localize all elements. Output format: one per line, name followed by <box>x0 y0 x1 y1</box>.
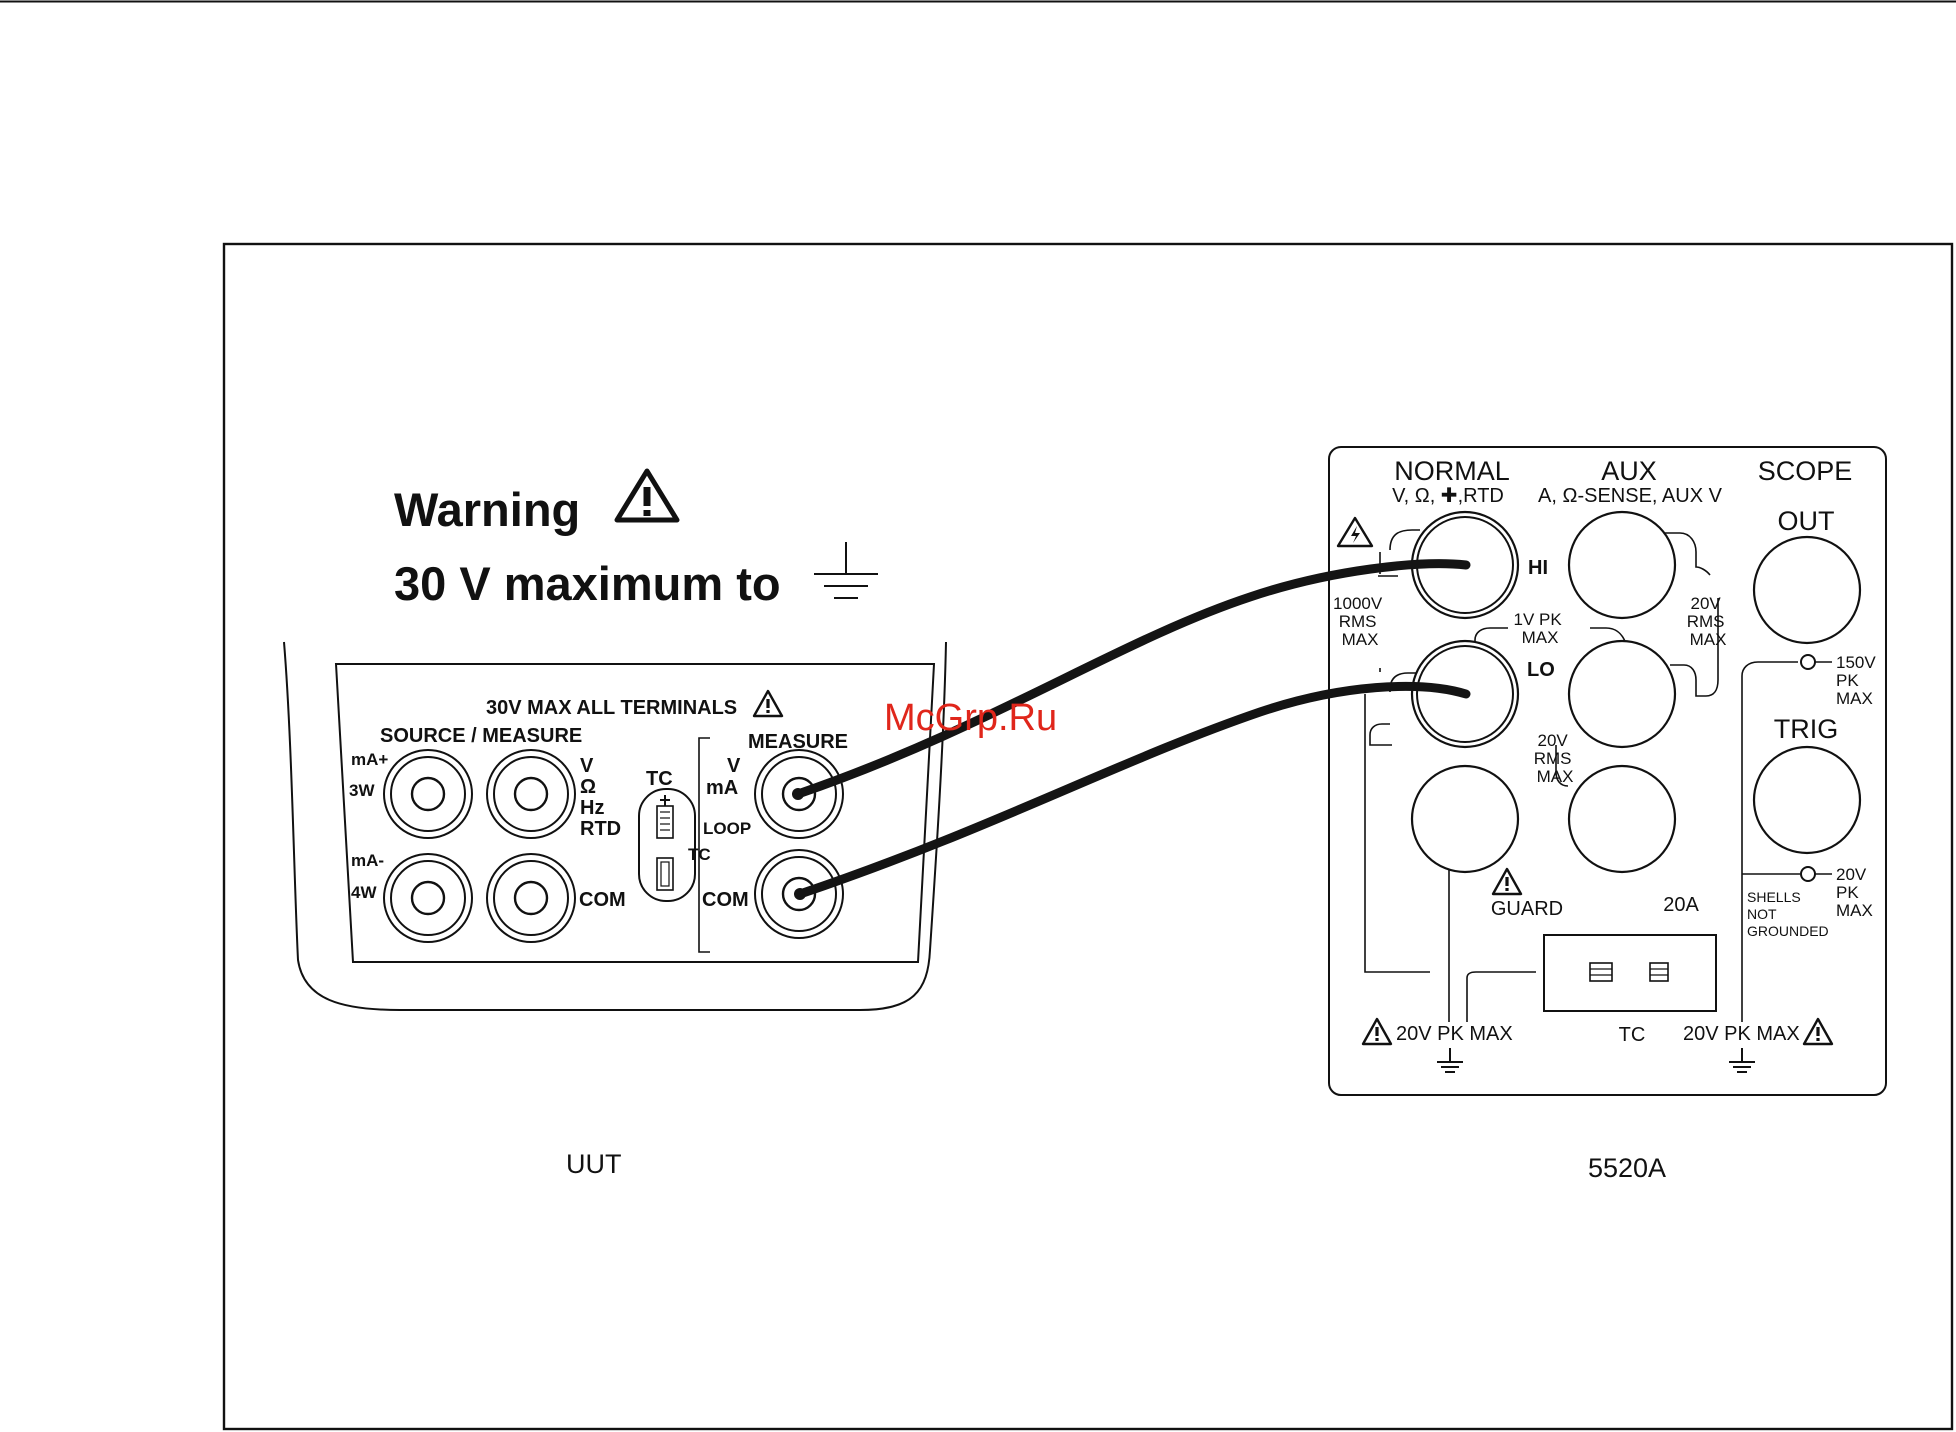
shell-contact-150v <box>1800 654 1816 670</box>
tc-plug-icon <box>656 795 674 891</box>
lead-tip-uut-vma <box>792 788 804 800</box>
uut-jack-ma-plus[interactable] <box>382 748 474 840</box>
uut-jack-v-ohm[interactable] <box>485 748 577 840</box>
shell-wire-150v <box>1741 661 1800 1022</box>
aux-hi-jack[interactable] <box>1567 510 1677 620</box>
uut-meas-v-label: V <box>727 755 741 777</box>
guard-wire <box>1448 862 1536 1022</box>
uut-tc-connector[interactable] <box>638 788 696 902</box>
shells-not-grounded: SHELLS NOT GROUNDED <box>1747 889 1829 939</box>
normal-label: NORMAL <box>1394 456 1510 486</box>
out-label: OUT <box>1778 506 1835 536</box>
uut-loop-label: LOOP <box>703 819 751 838</box>
uut-ma-plus-label: mA+ <box>351 750 388 769</box>
uut-source-measure-label: SOURCE / MEASURE <box>380 725 582 747</box>
uut-measure-bracket <box>698 737 710 953</box>
scope-out-jack[interactable] <box>1752 535 1862 645</box>
figure-frame <box>222 242 1954 1431</box>
uut-4w-label: 4W <box>351 883 377 902</box>
aux-lo-outline <box>1670 598 1719 697</box>
test-lead-lo <box>795 681 1471 899</box>
uut-measure-label: MEASURE <box>748 731 848 753</box>
tc-connector[interactable] <box>1543 934 1717 1012</box>
uut-3w-label: 3W <box>349 781 375 800</box>
pk-right-label: 20V PK MAX <box>1683 1023 1800 1045</box>
uut-ohm-label: Ω <box>580 776 596 798</box>
high-voltage-warning-icon <box>1336 516 1374 548</box>
uut-rtd-label: RTD <box>580 818 621 840</box>
trig-label: TRIG <box>1774 714 1839 744</box>
uut-warning-icon <box>752 689 784 718</box>
rating-1000v: 1000V RMS MAX <box>1333 594 1387 649</box>
normal-lo-inner-ring <box>1416 645 1514 743</box>
tc-label: TC <box>1619 1024 1646 1046</box>
rating-1v-pk: 1V PK MAX <box>1514 610 1567 647</box>
calibrator-panel: NORMAL V, Ω, ✚,RTD AUX A, Ω-SENSE, AUX V… <box>1328 446 1887 1183</box>
rating-150v: 150V PK MAX <box>1836 653 1880 708</box>
uut-jack-com-left[interactable] <box>485 852 577 944</box>
watermark: McGrp.Ru <box>884 697 1057 739</box>
warning-title: Warning <box>394 483 580 536</box>
aux-sub-label: A, Ω-SENSE, AUX V <box>1538 485 1723 507</box>
uut-ma-minus-label: mA- <box>351 851 384 870</box>
test-lead-hi <box>793 559 1471 799</box>
uut-meas-ma-label: mA <box>706 777 738 799</box>
uut-device: 30V MAX ALL TERMINALS SOURCE / MEASURE M… <box>283 641 947 1179</box>
aux-hi-outline <box>1660 532 1711 576</box>
guard-label: GUARD <box>1491 898 1563 920</box>
normal-sub-label: V, Ω, ✚,RTD <box>1392 485 1504 507</box>
aux-20a-jack[interactable] <box>1567 764 1677 874</box>
a20-label: 20A <box>1663 894 1699 916</box>
lo-label: LO <box>1527 659 1555 681</box>
guard-jack[interactable] <box>1410 764 1520 874</box>
uut-com-right-label: COM <box>702 889 749 911</box>
aux-lo-jack[interactable] <box>1567 639 1677 749</box>
hi-label: HI <box>1528 557 1548 579</box>
shell-contact-20v <box>1800 866 1816 882</box>
uut-hz-label: Hz <box>580 797 604 819</box>
pk-left-label: 20V PK MAX <box>1396 1023 1513 1045</box>
tc-slot-icon <box>1589 962 1669 982</box>
uut-v-label: V <box>580 755 594 777</box>
uut-top-warning: 30V MAX ALL TERMINALS <box>486 697 737 719</box>
lead-tip-uut-com <box>794 888 806 900</box>
warning-icon <box>614 468 680 523</box>
ground-icon <box>814 542 878 599</box>
uut-com-left-label: COM <box>579 889 626 911</box>
calibrator-label: 5520A <box>1588 1153 1666 1183</box>
rating-20v-aux: 20V RMS MAX <box>1687 594 1730 649</box>
uut-jack-ma-minus[interactable] <box>382 852 474 944</box>
scope-label: SCOPE <box>1758 456 1853 486</box>
trig-jack[interactable] <box>1752 745 1862 855</box>
uut-label: UUT <box>566 1149 622 1179</box>
rating-20v-pk-trig: 20V PK MAX <box>1836 865 1873 920</box>
uut-tc-top-label: TC <box>646 768 673 790</box>
aux-20v-mid-outline <box>1555 745 1569 787</box>
aux-label: AUX <box>1601 456 1657 486</box>
normal-lo-bottom-outline <box>1369 723 1392 746</box>
warning-line2: 30 V maximum to <box>394 557 781 610</box>
rating-20v-mid: 20V RMS MAX <box>1534 731 1577 786</box>
